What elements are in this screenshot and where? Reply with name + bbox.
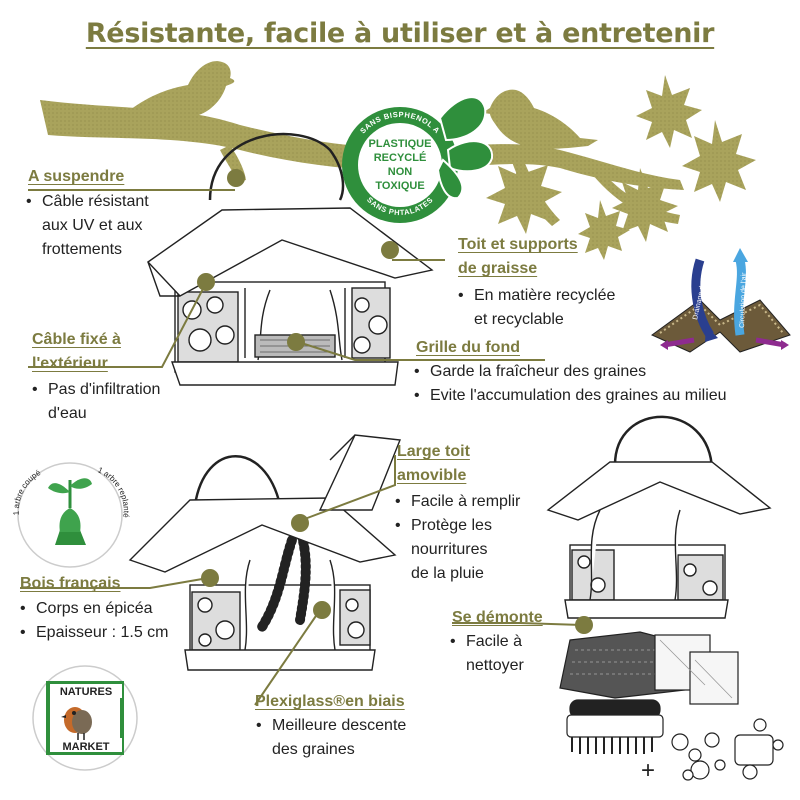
desc-line: nourritures <box>411 541 488 558</box>
label-cable-fixe: Câble fixé à l'extérieur <box>32 328 121 376</box>
airflow-graphic <box>651 248 791 353</box>
brand-line-2: MARKET <box>62 741 109 753</box>
recycled-plastic-badge <box>342 96 494 223</box>
recycled-line-2: RECYCLÉ <box>374 151 427 164</box>
label-line: l'extérieur <box>32 355 108 372</box>
desc-line: Meilleure descente <box>254 714 406 738</box>
desc-plexiglass: Meilleure descente des graines <box>254 714 406 762</box>
label-a-suspendre: A suspendre <box>28 168 125 185</box>
desc-line: frottements <box>42 241 123 258</box>
desc-large-toit: Facile à remplir Protège les nourritures… <box>393 490 520 586</box>
bird-right <box>482 89 598 149</box>
desc-cable: Pas d'infiltration d'eau <box>30 378 160 426</box>
desc-line: aux UV et aux <box>42 217 143 234</box>
label-line: Câble fixé à <box>32 331 121 348</box>
desc-line: Facile à <box>448 630 524 654</box>
plus-sign: + <box>641 757 655 784</box>
label-line: de graisse <box>458 260 538 277</box>
desc-line: de la pluie <box>411 565 484 582</box>
desc-a-suspendre: Câble résistant aux UV et aux frottement… <box>24 190 149 262</box>
natures-market-badge <box>32 665 138 771</box>
desc-line: nettoyer <box>466 657 524 674</box>
desc-line: Garde la fraîcheur des graines <box>412 360 727 384</box>
desc-line: Epaisseur : 1.5 cm <box>18 621 169 645</box>
label-se-demonte: Se démonte <box>452 609 543 626</box>
desc-bois: Corps en épicéa Epaisseur : 1.5 cm <box>18 597 169 645</box>
desc-line: Corps en épicéa <box>18 597 169 621</box>
desc-line: Facile à remplir <box>393 490 520 514</box>
desc-line: En matière recyclée <box>456 284 615 308</box>
airflow-right-label: Circulation de l'air <box>739 272 748 328</box>
desc-line: d'eau <box>48 405 87 422</box>
feeder-top <box>146 132 434 386</box>
label-plexiglass: Plexiglass®en biais <box>255 693 405 710</box>
feeder-bottom-right <box>546 415 772 619</box>
disassembled-parts <box>559 631 784 781</box>
desc-demonte: Facile à nettoyer <box>448 630 524 678</box>
brand-line-1: NATURES <box>60 686 112 698</box>
label-grille-fond: Grille du fond <box>416 339 520 356</box>
desc-line: Pas d'infiltration <box>30 378 160 402</box>
label-bois-francais: Bois français <box>20 575 121 592</box>
recycled-line-3: NON <box>388 166 413 178</box>
bird-left <box>130 61 235 124</box>
tree-badge <box>17 462 123 568</box>
maple-leaves <box>486 75 756 260</box>
page-title: Résistante, facile à utiliser et à entre… <box>85 18 715 49</box>
desc-line: Evite l'accumulation des graines au mili… <box>412 384 727 408</box>
label-toit-supports: Toit et supports de graisse <box>458 233 578 281</box>
label-line: Toit et supports <box>458 236 578 253</box>
desc-line: Protège les <box>393 514 520 538</box>
label-line: amovible <box>397 467 467 484</box>
desc-grille: Garde la fraîcheur des graines Evite l'a… <box>412 360 727 408</box>
recycled-line-4: TOXIQUE <box>375 180 424 192</box>
feeder-bottom-left <box>128 434 401 671</box>
desc-line: et recyclable <box>474 311 564 328</box>
desc-toit: En matière recyclée et recyclable <box>456 284 615 332</box>
label-line: Large toit <box>397 443 470 460</box>
desc-line: des graines <box>272 741 355 758</box>
recycled-line-1: PLASTIQUE <box>369 138 432 150</box>
desc-line: Câble résistant <box>24 190 149 214</box>
label-large-toit: Large toit amovible <box>397 440 470 488</box>
